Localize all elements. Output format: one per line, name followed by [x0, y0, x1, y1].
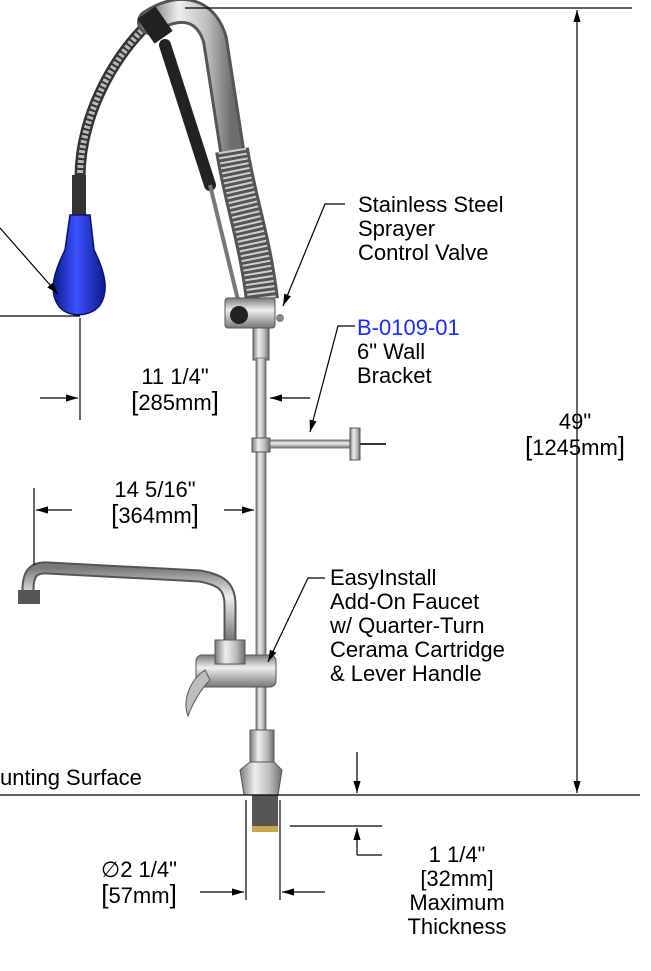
faucet-label: EasyInstall Add-On Faucet w/ Quarter-Tur…: [330, 565, 505, 686]
base-diameter-dim: [200, 800, 325, 900]
riser-offset-label: 11 1/4" [285mm]: [131, 364, 219, 416]
spout-reach-label: 14 5/16" [364mm]: [111, 477, 199, 529]
add-on-faucet: [18, 561, 277, 718]
base-diameter-label: ∅2 1/4" [57mm]: [101, 857, 177, 909]
base-flange: [239, 729, 283, 832]
overall-height-label: 49" [1245mm]: [524, 409, 626, 461]
wall-bracket: [269, 427, 386, 461]
max-thickness-label: 1 1/4" [32mm] Maximum Thickness: [407, 842, 507, 939]
control-valve-block: [224, 297, 284, 329]
mounting-surface-label: unting Surface: [0, 765, 142, 790]
spring-coil: [215, 147, 279, 303]
max-thickness-dim: [290, 752, 382, 856]
damper-rod: [208, 184, 240, 301]
riser-offset-dim: [40, 318, 310, 420]
damper-sleeve: [159, 39, 216, 191]
wall-bracket-label: B-0109-01 6" Wall Bracket: [357, 315, 460, 388]
spray-valve-head: [52, 175, 106, 316]
overall-height-dim: [185, 7, 632, 793]
leader-sprayer-valve: [282, 203, 345, 307]
riser-pipe: [251, 327, 271, 759]
sprayer-valve-label: Stainless Steel Sprayer Control Valve: [358, 192, 504, 265]
leader-spray-head: [0, 227, 59, 295]
hose: [74, 18, 154, 179]
spout-reach-dim: [33, 488, 254, 565]
leader-wall-bracket: [309, 325, 355, 433]
wall-bracket-part-number: B-0109-01: [357, 315, 460, 340]
arc-clamp: [137, 6, 173, 44]
leader-faucet: [267, 577, 325, 663]
